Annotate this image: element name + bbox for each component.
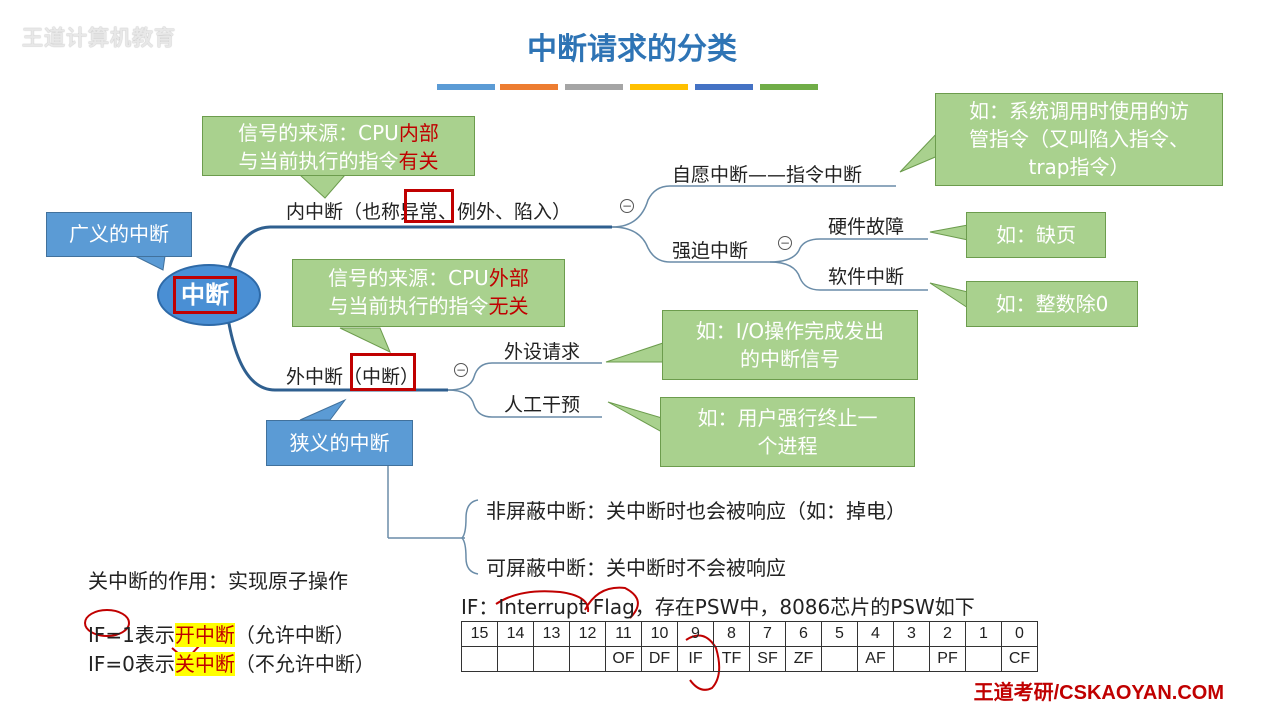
page-title: 中断请求的分类 xyxy=(527,32,737,67)
psw-flag-cell xyxy=(497,646,534,672)
psw-flag-cell: CF xyxy=(1001,646,1038,672)
external-source-text: 信号的来源：CPU xyxy=(328,266,489,290)
if1-prefix: IF=1表示 xyxy=(88,623,175,647)
hardware-fault-example-callout: 如：缺页 xyxy=(966,212,1106,258)
psw-bit-cell: 11 xyxy=(605,621,642,647)
if-def-english: Interrupt Flag， xyxy=(498,595,655,619)
color-bar xyxy=(565,84,623,90)
psw-flag-cell xyxy=(893,646,930,672)
psw-bit-cell: 14 xyxy=(497,621,534,647)
psw-flag-cell: SF xyxy=(749,646,786,672)
external-source-callout: 信号的来源：CPU外部 与当前执行的指令无关 xyxy=(292,259,565,327)
non-maskable-interrupt-text: 非屏蔽中断：关中断时也会被响应（如：掉电） xyxy=(486,499,906,523)
psw-flag-cell: IF xyxy=(677,646,714,672)
psw-bit-cell: 7 xyxy=(749,621,786,647)
psw-bit-cell: 1 xyxy=(965,621,1002,647)
psw-flag-cell xyxy=(569,646,606,672)
if1-suffix: （允许中断） xyxy=(234,623,355,647)
narrow-interrupt-callout: 狭义的中断 xyxy=(266,420,413,466)
psw-flag-cell: OF xyxy=(605,646,642,672)
psw-bit-cell: 8 xyxy=(713,621,750,647)
psw-bit-cell: 13 xyxy=(533,621,570,647)
if1-highlight: 开中断 xyxy=(174,623,235,647)
psw-flag-cell xyxy=(821,646,858,672)
psw-bit-cell: 5 xyxy=(821,621,858,647)
voluntary-example-line3: trap指令） xyxy=(1028,155,1130,179)
hardware-fault-node: 硬件故障 xyxy=(828,216,905,238)
psw-bit-cell: 12 xyxy=(569,621,606,647)
psw-flag-row: OF DF IF TF SF ZF AF PF CF xyxy=(461,646,1038,672)
color-bar xyxy=(695,84,753,90)
external-interrupt-highlight-box xyxy=(350,353,416,391)
maskable-interrupt-text: 可屏蔽中断：关中断时不会被响应 xyxy=(486,556,786,580)
if1-description: IF=1表示开中断（允许中断） xyxy=(88,619,355,648)
psw-flag-cell xyxy=(461,646,498,672)
brand-footer: 王道考研/CSKAOYAN.COM xyxy=(973,682,1224,704)
forced-interrupt-node: 强迫中断 xyxy=(672,240,749,262)
color-bar xyxy=(760,84,818,90)
color-bar xyxy=(500,84,558,90)
peripheral-example-line1: 如：I/O操作完成发出 xyxy=(695,319,885,343)
peripheral-request-node: 外设请求 xyxy=(504,341,581,363)
manual-example-line1: 如：用户强行终止一 xyxy=(697,406,878,430)
if0-description: IF=0表示关中断（不允许中断） xyxy=(88,648,375,677)
psw-flag-cell: ZF xyxy=(785,646,822,672)
psw-bit-cell: 4 xyxy=(857,621,894,647)
peripheral-example-line2: 的中断信号 xyxy=(740,347,840,371)
internal-source-highlight2: 有关 xyxy=(398,149,439,173)
if0-prefix: IF=0表示 xyxy=(88,652,175,676)
software-interrupt-example-callout: 如：整数除0 xyxy=(966,281,1138,327)
collapse-forced-icon[interactable]: − xyxy=(778,236,792,250)
manual-example-callout: 如：用户强行终止一 个进程 xyxy=(660,397,915,467)
collapse-external-icon[interactable]: − xyxy=(454,363,468,377)
internal-exception-highlight-box xyxy=(404,189,454,223)
external-interrupt-label: 外中断 xyxy=(286,366,344,388)
peripheral-example-callout: 如：I/O操作完成发出 的中断信号 xyxy=(662,310,918,380)
manual-example-line2: 个进程 xyxy=(757,434,818,458)
color-bar xyxy=(630,84,688,90)
if0-suffix: （不允许中断） xyxy=(234,652,375,676)
software-interrupt-node: 软件中断 xyxy=(828,266,905,288)
psw-bit-row: 15 14 13 12 11 10 9 8 7 6 5 4 3 2 1 0 xyxy=(461,621,1038,647)
external-source-highlight: 外部 xyxy=(488,266,529,290)
voluntary-example-callout: 如：系统调用时使用的访 管指令（又叫陷入指令、 trap指令） xyxy=(935,93,1223,186)
psw-bit-cell: 2 xyxy=(929,621,966,647)
if-flag-definition: IF：Interrupt Flag，存在PSW中，8086芯片的PSW如下 xyxy=(461,591,975,620)
psw-flag-cell: DF xyxy=(641,646,678,672)
psw-bit-cell: 9 xyxy=(677,621,714,647)
psw-bit-cell: 3 xyxy=(893,621,930,647)
external-interrupt-paren: （中断） xyxy=(343,366,420,388)
internal-source-callout: 信号的来源：CPU内部 与当前执行的指令有关 xyxy=(202,116,475,176)
root-node-label: 中断 xyxy=(173,276,237,314)
psw-flag-cell xyxy=(533,646,570,672)
psw-register-table: 15 14 13 12 11 10 9 8 7 6 5 4 3 2 1 0 OF… xyxy=(461,621,1038,672)
internal-interrupt-node: 内中断（也称异常、例外、陷入） xyxy=(286,201,572,223)
psw-bit-cell: 15 xyxy=(461,621,498,647)
psw-flag-cell: TF xyxy=(713,646,750,672)
internal-source-text: 信号的来源：CPU xyxy=(238,121,399,145)
voluntary-example-line2: 管指令（又叫陷入指令、 xyxy=(969,127,1189,151)
external-interrupt-node: 外中断（中断） xyxy=(286,362,419,389)
internal-source-text2: 与当前执行的指令 xyxy=(238,149,399,173)
close-interrupt-effect-text: 关中断的作用：实现原子操作 xyxy=(88,569,348,593)
broad-interrupt-callout: 广义的中断 xyxy=(46,212,192,257)
voluntary-example-line1: 如：系统调用时使用的访 xyxy=(969,99,1189,123)
voluntary-interrupt-node: 自愿中断——指令中断 xyxy=(672,164,863,186)
color-bar xyxy=(437,84,495,90)
collapse-internal-icon[interactable]: − xyxy=(620,199,634,213)
if-def-prefix: IF： xyxy=(461,595,499,619)
watermark: 王道计算机教育 xyxy=(22,26,176,50)
psw-flag-cell: AF xyxy=(857,646,894,672)
psw-flag-cell: PF xyxy=(929,646,966,672)
psw-bit-cell: 0 xyxy=(1001,621,1038,647)
psw-bit-cell: 6 xyxy=(785,621,822,647)
psw-bit-cell: 10 xyxy=(641,621,678,647)
if0-highlight: 关中断 xyxy=(174,652,235,676)
internal-source-highlight: 内部 xyxy=(398,121,439,145)
manual-intervention-node: 人工干预 xyxy=(504,394,581,416)
if-def-suffix: 存在PSW中，8086芯片的PSW如下 xyxy=(654,595,975,619)
external-source-highlight2: 无关 xyxy=(488,294,529,318)
external-source-text2: 与当前执行的指令 xyxy=(328,294,489,318)
psw-flag-cell xyxy=(965,646,1002,672)
